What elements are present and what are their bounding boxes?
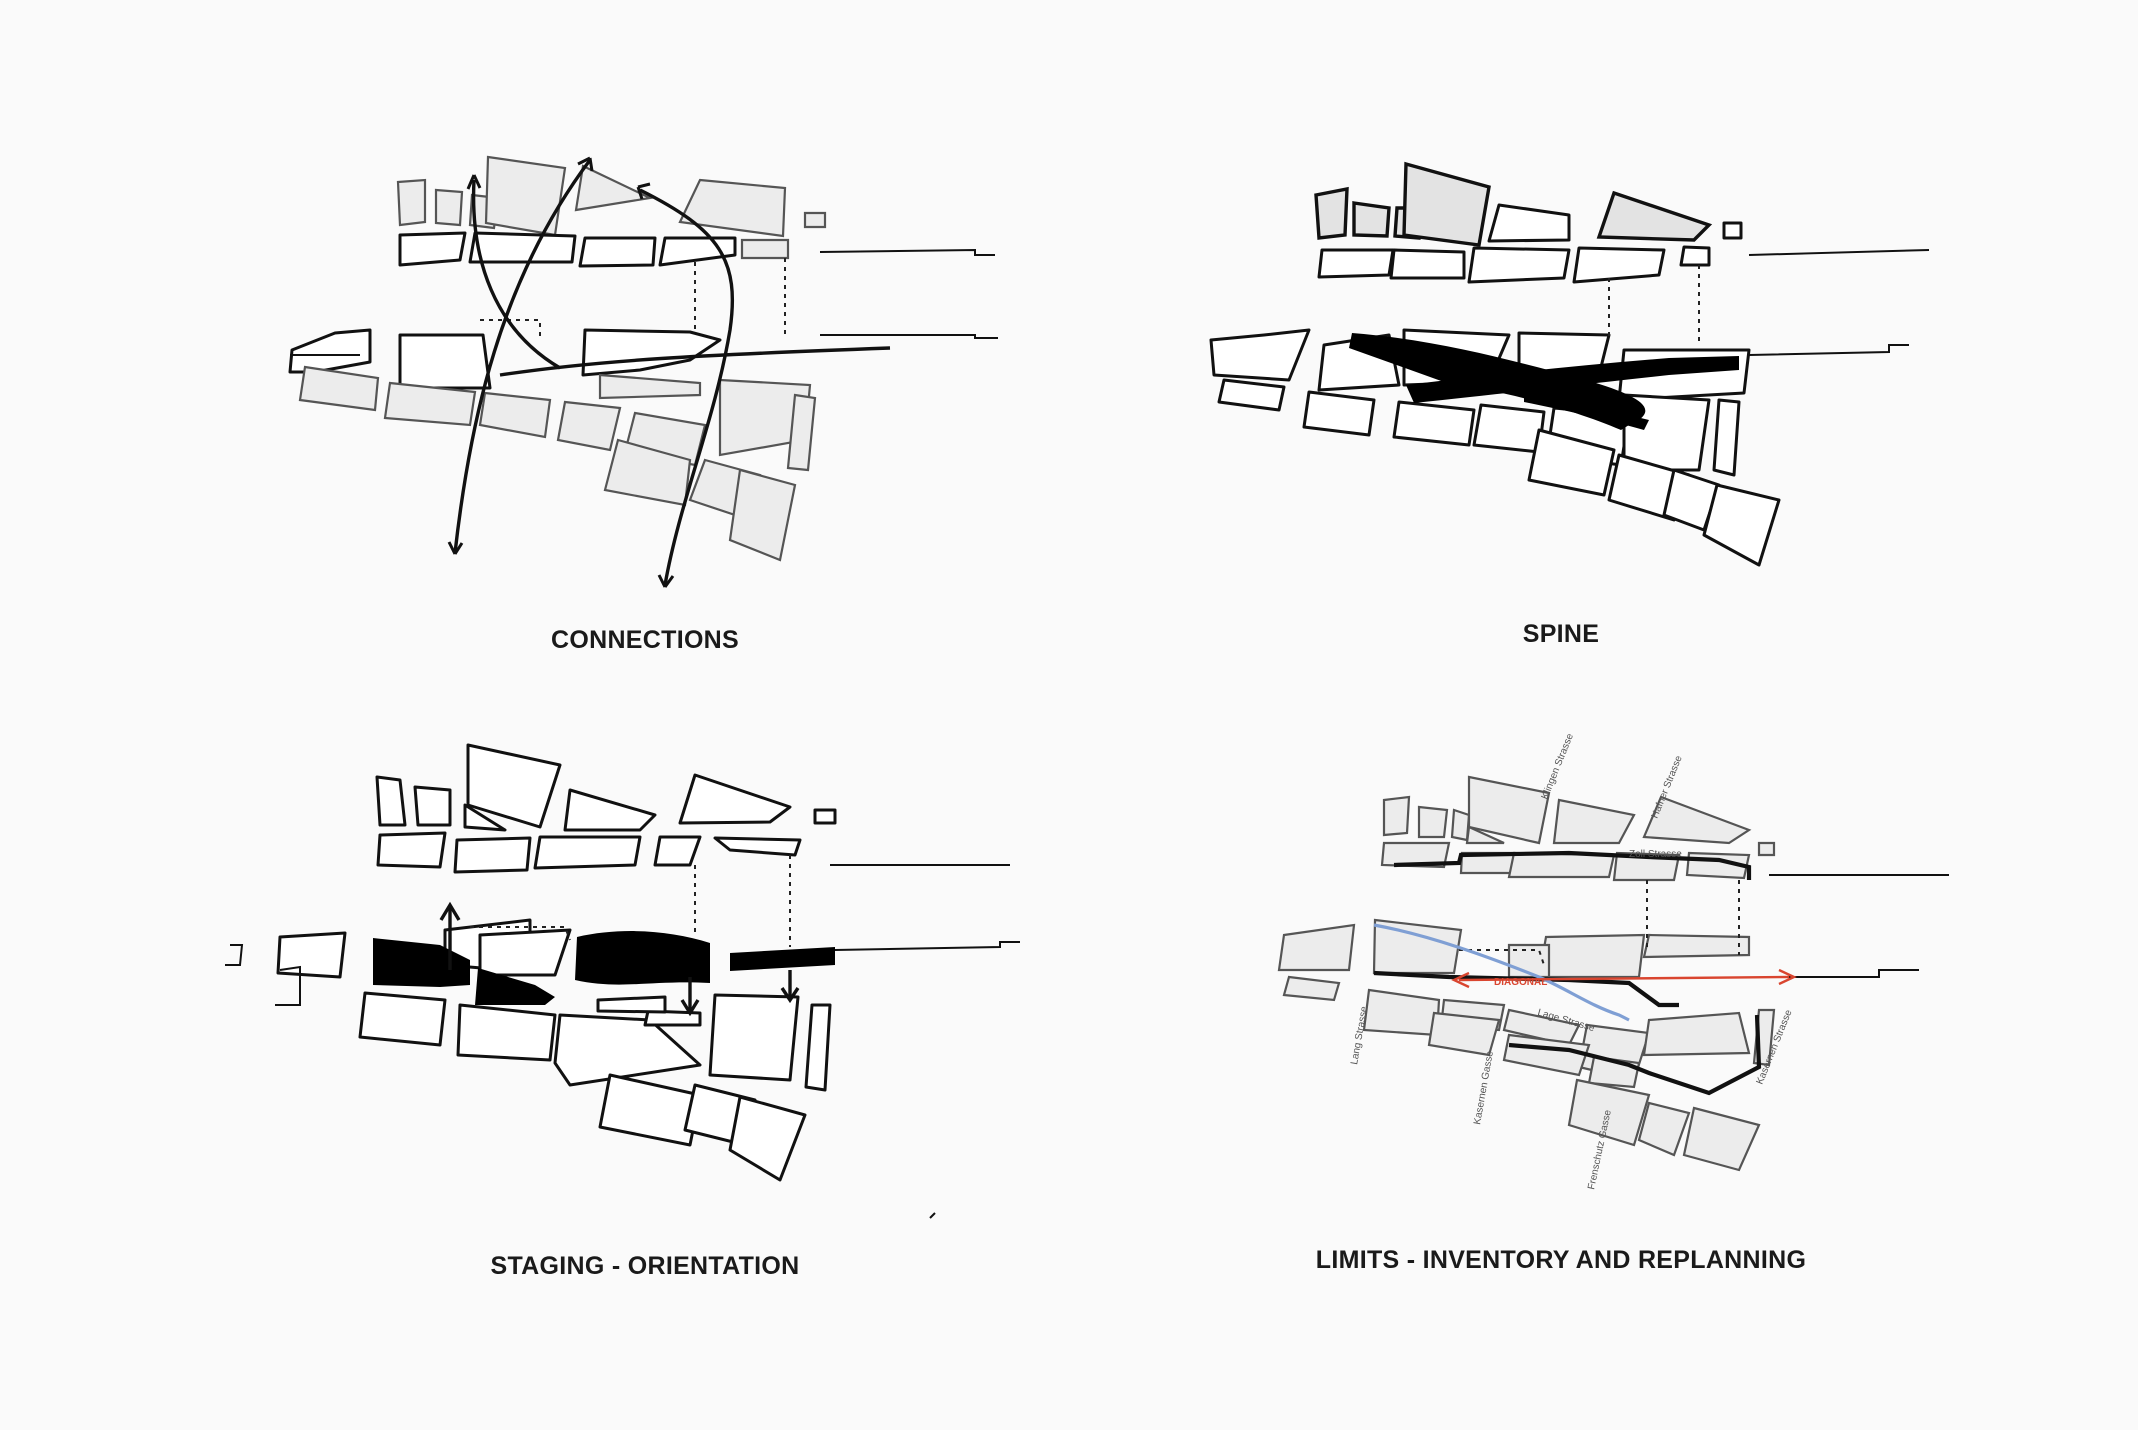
staging-black-blocks <box>373 931 835 1005</box>
staging-caption: STAGING - ORIENTATION <box>490 1252 800 1280</box>
spine-caption: SPINE <box>1522 620 1600 648</box>
city-blocks <box>1277 775 1776 1172</box>
street-lines <box>290 248 998 356</box>
connections-panel: CONNECTIONS <box>0 0 1069 715</box>
limits-panel: Klingen Strasse Hafner Strasse Zoll Stra… <box>1069 715 2138 1430</box>
street-lines <box>1459 874 1949 978</box>
city-blocks <box>1209 161 1781 567</box>
spine-map <box>1209 161 1930 567</box>
street-label-klingen: Klingen Strasse <box>1540 732 1577 801</box>
limit-lines <box>1373 850 1762 1096</box>
city-blocks <box>288 155 827 562</box>
limits-caption: LIMITS - INVENTORY AND REPLANNING <box>1315 1246 1807 1274</box>
connections-caption: CONNECTIONS <box>550 626 740 654</box>
spine-panel: SPINE <box>1069 0 2138 715</box>
limits-map: Klingen Strasse Hafner Strasse Zoll Stra… <box>1277 732 1949 1191</box>
stray-mark <box>929 1212 936 1219</box>
street-label-lang: Lang Strasse <box>1349 1005 1370 1065</box>
diagonal-label: DIAGONAL <box>1494 977 1547 988</box>
street-label-zoll: Zoll Strasse <box>1629 849 1682 860</box>
diagonal-arrow <box>1451 968 1797 989</box>
connection-arrows <box>447 156 891 588</box>
staging-panel: STAGING - ORIENTATION <box>0 715 1069 1430</box>
street-lines <box>225 855 1020 1006</box>
spine-band <box>1349 333 1739 430</box>
orientation-arrows <box>439 901 800 1017</box>
street-lines <box>1608 249 1930 356</box>
connections-map <box>288 155 998 588</box>
staging-map <box>225 743 1020 1219</box>
city-blocks <box>276 743 837 1182</box>
blue-path <box>1373 923 1630 1022</box>
street-label-kasernen-gasse: Kasernen Gasse <box>1472 1050 1496 1126</box>
